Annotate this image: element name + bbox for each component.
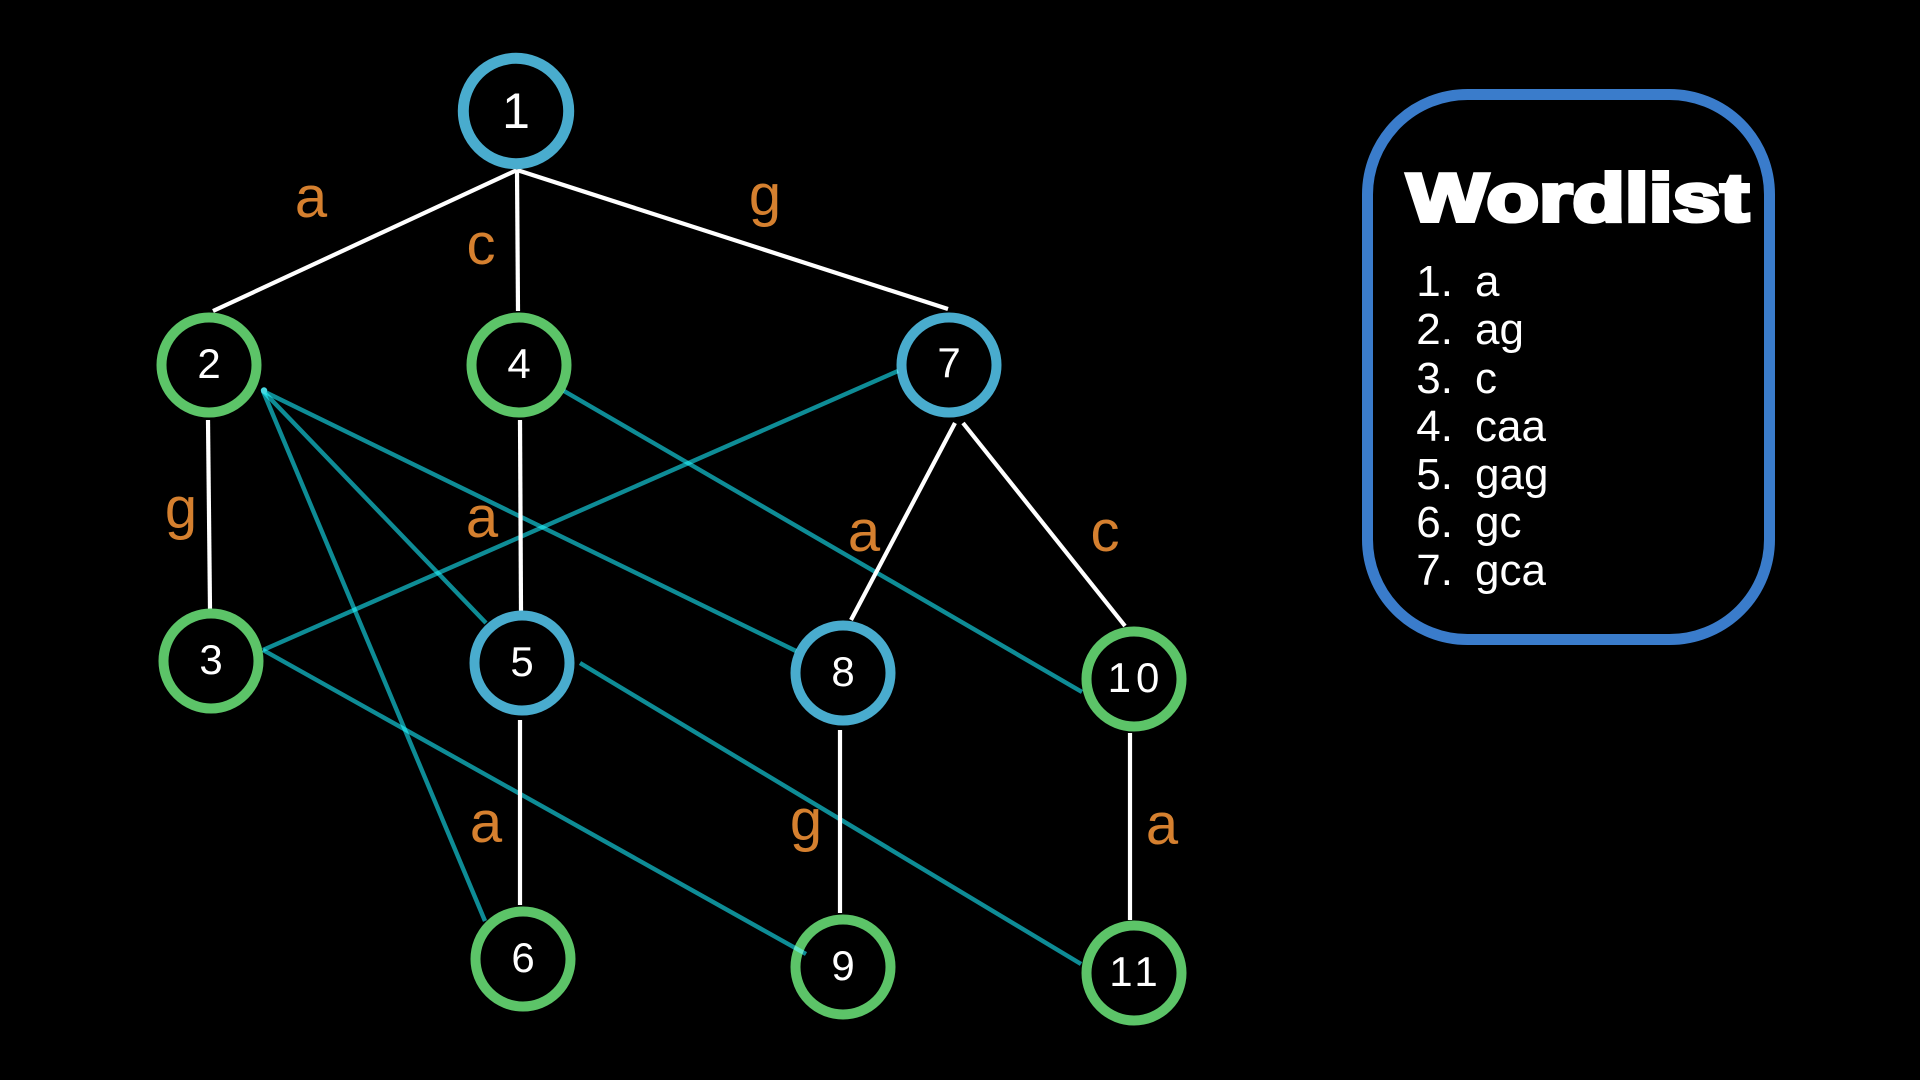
svg-text:3.: 3.: [1416, 354, 1453, 403]
svg-text:10: 10: [1108, 654, 1165, 701]
svg-text:8: 8: [831, 648, 854, 695]
svg-text:11: 11: [1109, 948, 1163, 995]
svg-text:7.: 7.: [1416, 546, 1453, 595]
svg-text:2: 2: [197, 340, 220, 387]
svg-text:a: a: [466, 485, 499, 550]
svg-text:c: c: [1091, 499, 1120, 564]
svg-text:a: a: [1475, 257, 1500, 306]
svg-text:5: 5: [510, 638, 533, 685]
svg-text:Wordlist: Wordlist: [1407, 160, 1749, 236]
svg-text:a: a: [295, 165, 328, 230]
svg-text:2.: 2.: [1416, 305, 1453, 354]
svg-text:a: a: [1146, 792, 1179, 857]
svg-text:g: g: [165, 476, 197, 541]
svg-text:a: a: [470, 790, 503, 855]
svg-text:g: g: [749, 163, 781, 228]
svg-text:4: 4: [507, 340, 530, 387]
svg-text:ag: ag: [1475, 305, 1524, 354]
svg-text:7: 7: [937, 339, 960, 386]
svg-text:gca: gca: [1475, 546, 1546, 595]
svg-text:4.: 4.: [1416, 402, 1453, 451]
svg-text:a: a: [848, 499, 881, 564]
svg-text:gag: gag: [1475, 450, 1548, 499]
svg-text:5.: 5.: [1416, 450, 1453, 499]
svg-text:1.: 1.: [1416, 257, 1453, 306]
svg-text:1: 1: [502, 83, 530, 139]
svg-text:6.: 6.: [1416, 498, 1453, 547]
svg-text:gc: gc: [1475, 498, 1521, 547]
svg-text:g: g: [790, 788, 822, 853]
svg-text:9: 9: [831, 942, 854, 989]
svg-text:c: c: [1475, 354, 1497, 403]
svg-text:3: 3: [199, 636, 222, 683]
svg-text:c: c: [467, 212, 496, 277]
svg-text:6: 6: [511, 934, 534, 981]
svg-text:caa: caa: [1475, 402, 1546, 451]
